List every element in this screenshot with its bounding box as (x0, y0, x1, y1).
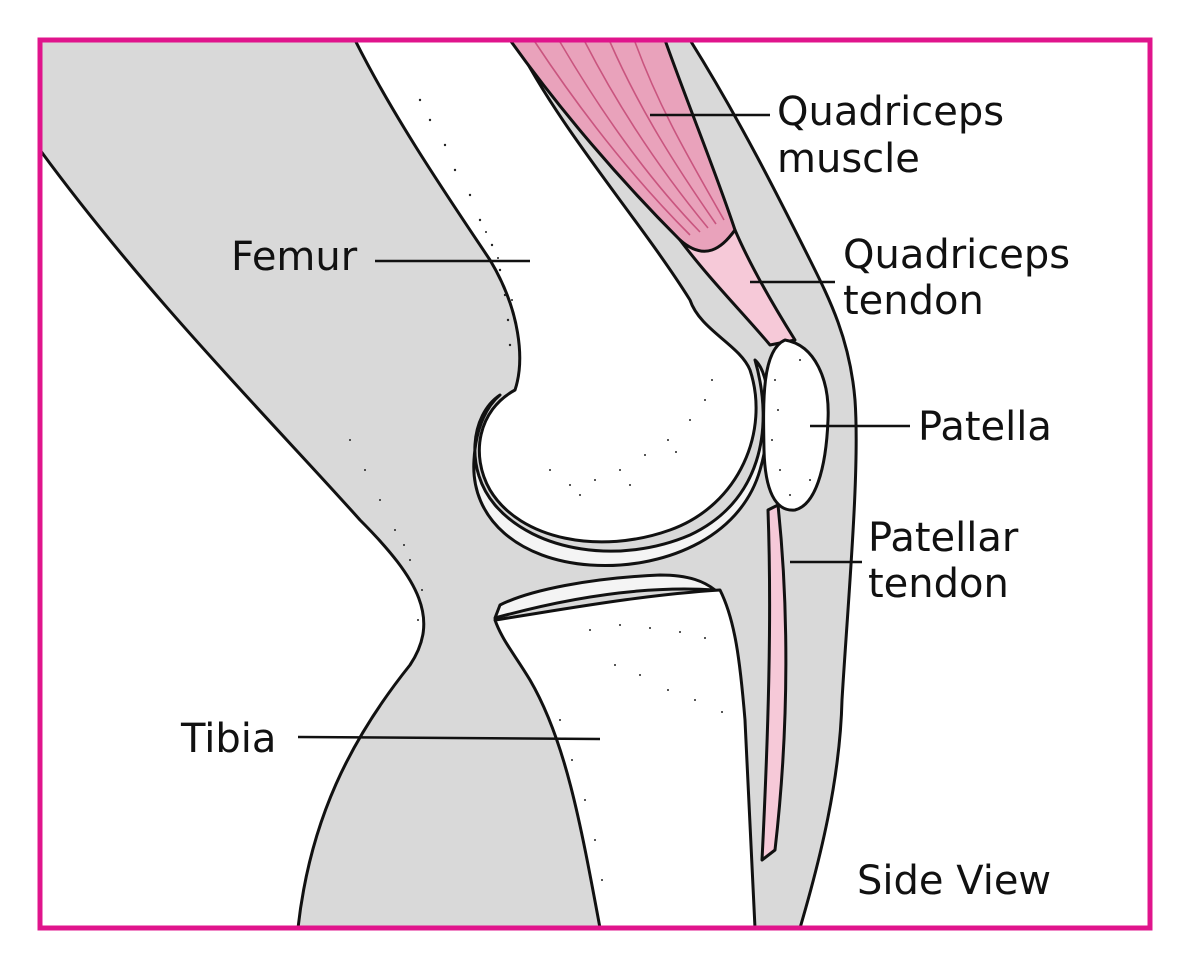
leader-tibia (297, 735, 601, 741)
leg-shading (349, 439, 423, 621)
label-quadriceps-tendon-line1: Quadriceps (843, 232, 1070, 278)
patella-bone (762, 338, 830, 512)
label-quadriceps-tendon-line2: tendon (843, 278, 984, 324)
label-patellar-tendon-line1: Patellar (868, 515, 1019, 561)
patellar-tendon (760, 503, 788, 862)
label-quadriceps-muscle-line2: muscle (777, 136, 920, 182)
patella-shading (771, 359, 811, 496)
label-patellar-tendon-line2: tendon (868, 561, 1009, 607)
label-patella: Patella (918, 404, 1052, 450)
tibia-shading (559, 624, 723, 881)
quadriceps-tendon (678, 228, 797, 347)
diagram-frame (37, 37, 1153, 931)
label-tibia: Tibia (180, 716, 276, 762)
femur-shading (418, 98, 713, 496)
label-femur: Femur (231, 234, 358, 280)
quadriceps-muscle-fibers (534, 41, 725, 236)
label-quadriceps-muscle-line1: Quadriceps (777, 89, 1004, 135)
label-side-view: Side View (857, 858, 1051, 904)
tibia-bone (493, 588, 757, 928)
tibia-cartilage (493, 573, 717, 620)
